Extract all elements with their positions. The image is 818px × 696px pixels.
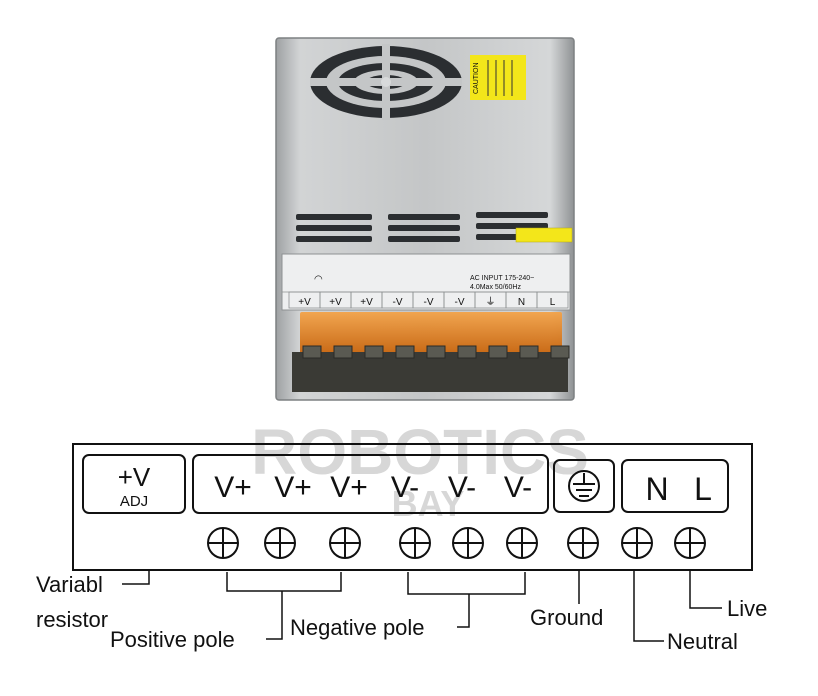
adj-icon: ◠ xyxy=(314,274,323,285)
power-supply-unit: CAUTION AC INPUT 175-240~ 4.0Max 50/60Hz… xyxy=(275,37,575,401)
screw-terminal-icon xyxy=(506,527,538,559)
negative-pole-label: Negative pole xyxy=(290,615,425,640)
variable-resistor-label-line2: resistor xyxy=(36,607,109,632)
terminal-strip-labels: +V +V +V -V -V -V ⏚ N L xyxy=(288,291,569,309)
fan-grille-icon xyxy=(310,44,462,120)
strip-label: -V xyxy=(393,297,403,308)
screw-terminal-icon xyxy=(329,527,361,559)
warning-sticker xyxy=(515,227,573,243)
screw-terminal-icon xyxy=(207,527,239,559)
ac-input-text-2: 4.0Max 50/60Hz xyxy=(470,284,521,291)
negative-pole-bracket xyxy=(407,572,526,595)
adj-text: ADJ xyxy=(120,493,148,510)
positive-terminal-2: V+ xyxy=(274,471,312,504)
live-letter: L xyxy=(694,471,712,507)
ground-label: Ground xyxy=(530,605,604,630)
caution-text: CAUTION xyxy=(473,63,480,95)
screw-terminal-icon xyxy=(264,527,296,559)
negative-terminal-3: V- xyxy=(504,471,532,504)
live-label: Live xyxy=(727,596,768,621)
screw-terminal-icon xyxy=(674,527,706,559)
neutral-letter: N xyxy=(645,471,668,507)
terminal-schematic xyxy=(72,443,753,571)
adj-box xyxy=(82,454,186,514)
ac-input-box xyxy=(621,459,729,513)
device-screw xyxy=(488,345,508,359)
screw-terminal-icon xyxy=(399,527,431,559)
strip-label: L xyxy=(550,297,556,308)
variable-resistor-leader xyxy=(122,570,150,585)
device-screw xyxy=(457,345,477,359)
output-box xyxy=(192,454,549,514)
variable-resistor-label-line1: Variabl xyxy=(36,572,103,597)
ground-icon xyxy=(568,470,600,502)
strip-label: +V xyxy=(329,297,342,308)
callout-lines xyxy=(122,570,722,642)
strip-cell xyxy=(536,291,569,309)
negative-pole-leader xyxy=(457,594,470,628)
device-screw xyxy=(426,345,446,359)
watermark-line1: ROBOTICS xyxy=(251,416,589,488)
negative-terminal-2: V- xyxy=(448,471,476,504)
device-screw xyxy=(550,345,570,359)
device-screw xyxy=(364,345,384,359)
positive-terminal-3: V+ xyxy=(330,471,368,504)
ac-input-text-1: AC INPUT 175-240~ xyxy=(470,275,534,282)
neutral-leader xyxy=(633,570,664,642)
strip-label: +V xyxy=(298,297,311,308)
strip-label: N xyxy=(518,297,525,308)
device-screw xyxy=(302,345,322,359)
live-leader xyxy=(689,570,722,609)
screw-terminal-icon xyxy=(567,527,599,559)
strip-label: -V xyxy=(455,297,465,308)
terminal-block-outline xyxy=(72,443,753,571)
terminal-screws xyxy=(302,345,570,359)
caution-label xyxy=(470,55,526,100)
positive-pole-leader xyxy=(266,591,283,640)
strip-label: ⏚ xyxy=(486,296,496,308)
strip-label: +V xyxy=(360,297,373,308)
watermark: ROBOTICS BAY xyxy=(251,416,589,524)
adj-symbol: +V xyxy=(118,462,151,492)
ground-box xyxy=(553,459,615,513)
device-screw xyxy=(519,345,539,359)
screw-terminal-icon xyxy=(621,527,653,559)
strip-label: -V xyxy=(424,297,434,308)
vent-slots xyxy=(296,212,548,242)
positive-terminal-1: V+ xyxy=(214,471,252,504)
device-screw xyxy=(333,345,353,359)
neutral-label: Neutral xyxy=(667,629,738,654)
screw-terminal-icon xyxy=(452,527,484,559)
device-screw xyxy=(395,345,415,359)
watermark-line2: BAY xyxy=(392,483,465,524)
terminal-cover xyxy=(300,312,562,354)
positive-pole-bracket xyxy=(226,572,342,592)
label-plate xyxy=(281,253,571,311)
negative-terminal-1: V- xyxy=(391,471,419,504)
screw-terminals xyxy=(207,527,706,559)
positive-pole-label: Positive pole xyxy=(110,627,235,652)
